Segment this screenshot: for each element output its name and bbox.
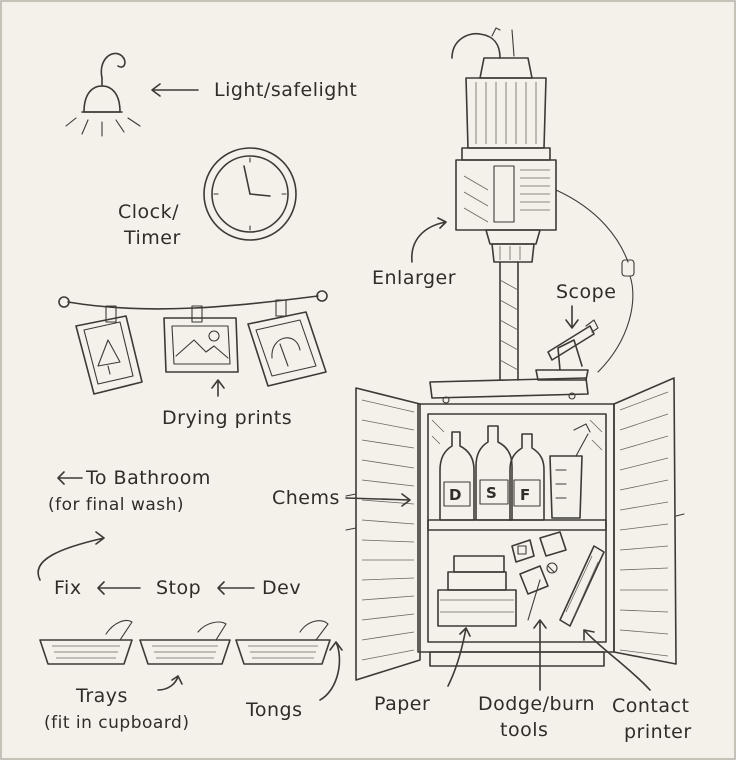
drying-line (58, 290, 328, 310)
tray-icon (235, 620, 331, 665)
scope-label: Scope (556, 281, 616, 303)
trays-label: Trays (75, 685, 128, 707)
tray-icon (39, 619, 133, 665)
dodge-label-2: tools (500, 719, 548, 741)
enlarger-icon (429, 27, 635, 404)
clock-label-1: Clock/ (118, 201, 179, 223)
enlarger-arrow (411, 217, 447, 263)
tongs-arrow (319, 641, 343, 701)
dev-label: Dev (262, 577, 301, 599)
flow-arrow-stop (217, 581, 255, 595)
scope-arrow (565, 305, 579, 329)
drying-arrow (211, 379, 225, 397)
fix-label: Fix (54, 577, 82, 599)
chems-label: Chems (272, 487, 340, 509)
tray-icon (139, 621, 231, 665)
drying-label: Drying prints (162, 407, 292, 429)
photo-print-icon (75, 299, 327, 395)
chems-arrow (345, 493, 411, 507)
cupboard-icon (345, 377, 685, 681)
lamp-icon (65, 52, 141, 137)
dodge-label-1: Dodge/burn (478, 693, 595, 715)
bathroom-arrow (57, 471, 83, 485)
trays-arrow (157, 675, 183, 691)
enlarger-label: Enlarger (372, 267, 456, 289)
clock-icon (203, 147, 297, 241)
microscope-icon (535, 319, 599, 381)
contact-arrow (583, 629, 651, 691)
flow-arrow-bathroom (37, 531, 105, 581)
bottle-label-s: S (486, 484, 497, 502)
paper-label: Paper (374, 693, 430, 715)
dodge-arrow (533, 619, 547, 691)
bathroom-label-1: To Bathroom (85, 467, 211, 489)
bottle-label-d: D (449, 486, 461, 504)
contact-label-1: Contact (612, 695, 689, 717)
bathroom-label-2: (for final wash) (48, 495, 184, 515)
light-label: Light/safelight (214, 79, 357, 101)
trays-note: (fit in cupboard) (44, 713, 189, 733)
flow-arrow-fix (97, 581, 141, 595)
stop-label: Stop (156, 577, 201, 599)
contact-label-2: printer (624, 721, 692, 743)
bottle-label-f: F (520, 486, 530, 504)
clock-label-2: Timer (123, 227, 181, 249)
tongs-label: Tongs (245, 699, 303, 721)
light-arrow (151, 83, 199, 97)
paper-arrow (447, 627, 471, 687)
